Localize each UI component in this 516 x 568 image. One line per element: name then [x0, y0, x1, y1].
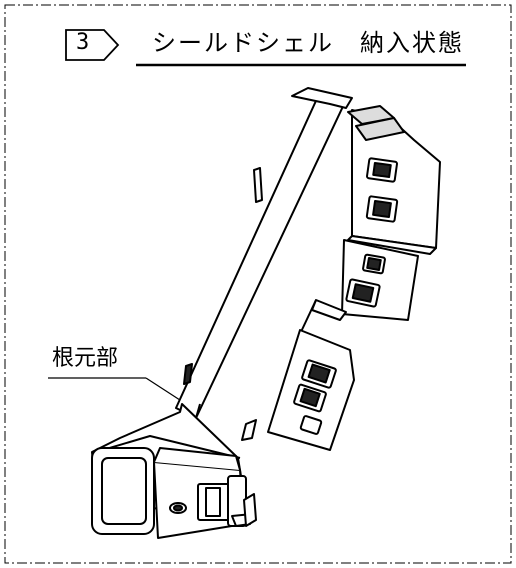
step-number: 3 — [76, 30, 90, 55]
drawing-border — [4, 4, 512, 564]
step-arrow-box — [65, 29, 120, 61]
top-tab — [291, 87, 353, 109]
shield-shell-illustration — [91, 87, 441, 539]
callout-label: 根元部 — [52, 346, 119, 371]
callout-leader — [48, 377, 184, 403]
page-title: シールドシェル 納入状態 — [152, 29, 464, 57]
side-pin — [253, 167, 263, 203]
